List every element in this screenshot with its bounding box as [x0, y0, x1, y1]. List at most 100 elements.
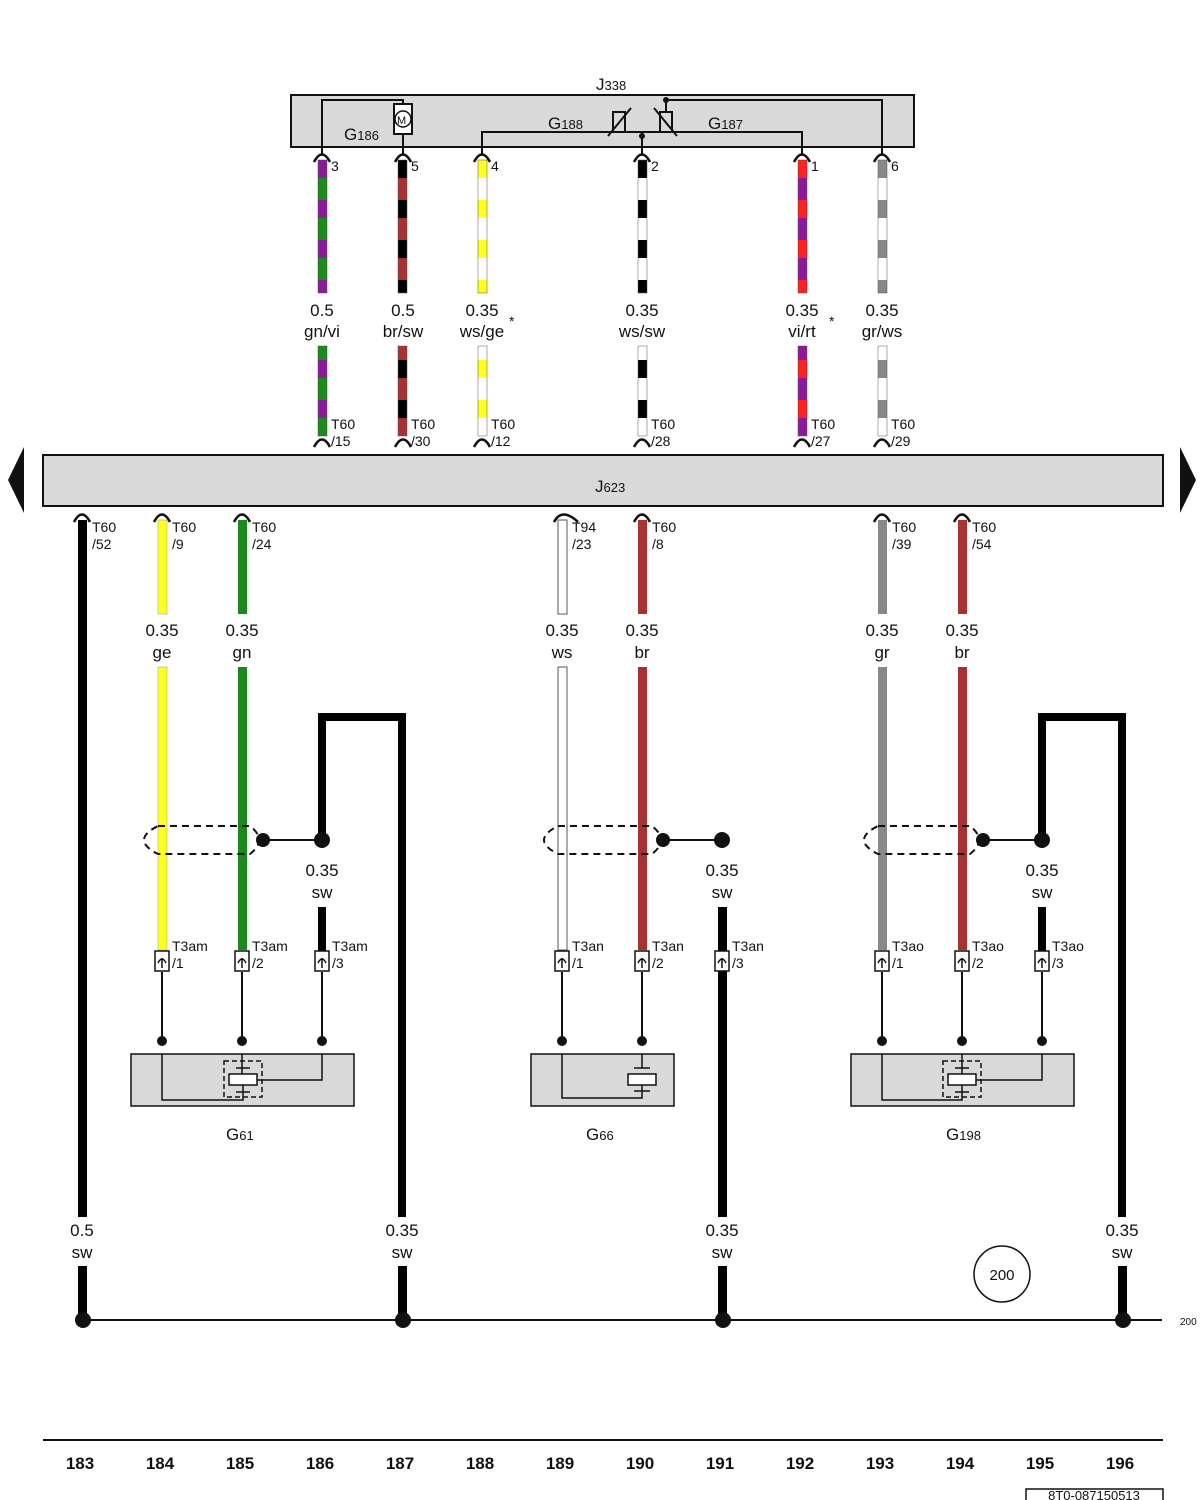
g188-label: G188 — [548, 114, 583, 133]
svg-text:T60: T60 — [972, 519, 996, 535]
top-wire-pin: 1 — [811, 158, 819, 174]
svg-text:T3ao: T3ao — [892, 938, 924, 954]
arrow-left-icon — [8, 447, 24, 513]
wire-color-label: gr — [874, 643, 889, 662]
wire-size-label: 0.35 — [1105, 1221, 1138, 1240]
column-number: 184 — [146, 1454, 175, 1473]
top-wire-pin: 4 — [491, 158, 499, 174]
wire-size-label: 0.5 — [70, 1221, 94, 1240]
column-number: 192 — [786, 1454, 814, 1473]
wire-color-label: sw — [1032, 883, 1054, 902]
wire-color-label: sw — [72, 1243, 94, 1262]
svg-text:/52: /52 — [92, 536, 112, 552]
svg-text:T60: T60 — [892, 519, 916, 535]
footnote-star: * — [829, 313, 835, 329]
top-wire-group — [317, 159, 888, 437]
svg-text:T60: T60 — [172, 519, 196, 535]
wire-color-label: gr/ws — [862, 322, 903, 341]
j623-label: J623 — [595, 477, 625, 496]
svg-text:/54: /54 — [972, 536, 992, 552]
wire-color-label: ws — [551, 643, 573, 662]
wire-color-label: br — [634, 643, 649, 662]
svg-text:T60: T60 — [331, 416, 355, 432]
svg-text:T60: T60 — [491, 416, 515, 432]
column-number: 196 — [1106, 1454, 1134, 1473]
ground-dots — [75, 1312, 1131, 1328]
svg-text:/1: /1 — [172, 955, 184, 971]
j338-label: J338 — [596, 75, 626, 94]
column-number: 189 — [546, 1454, 574, 1473]
column-number: 194 — [946, 1454, 975, 1473]
wire-color-label: sw — [712, 883, 734, 902]
column-number: 195 — [1026, 1454, 1054, 1473]
wire-size-label: 0.35 — [145, 621, 178, 640]
svg-text:T94: T94 — [572, 519, 596, 535]
doc-number: 8T0-087150513 — [1048, 1488, 1140, 1500]
wire-size-label: 0.35 — [385, 1221, 418, 1240]
wire-size-label: 0.35 — [865, 301, 898, 320]
wire-size-label: 0.35 — [705, 861, 738, 880]
junction-dots — [256, 832, 1050, 848]
svg-text:T60: T60 — [811, 416, 835, 432]
wire-color-label: ge — [153, 643, 172, 662]
svg-text:T3an: T3an — [652, 938, 684, 954]
wire-size-label: 0.5 — [310, 301, 334, 320]
sensor-g66 — [530, 1053, 675, 1107]
wire-color-label: gn — [233, 643, 252, 662]
sensor-leads — [161, 972, 1043, 1041]
top-wire-pin: 2 — [651, 158, 659, 174]
column-number: 186 — [306, 1454, 334, 1473]
j338-box — [290, 94, 915, 148]
wire-size-label: 0.35 — [945, 621, 978, 640]
svg-text:/8: /8 — [652, 536, 664, 552]
svg-text:/28: /28 — [651, 433, 671, 449]
sensor-label-g61: G61 — [226, 1125, 254, 1144]
svg-text:T3am: T3am — [332, 938, 368, 954]
svg-text:T60: T60 — [891, 416, 915, 432]
sensor-connector-symbols — [154, 950, 1050, 972]
column-number: 188 — [466, 1454, 494, 1473]
wire-size-label: 0.35 — [545, 621, 578, 640]
sensor-label-g66: G66 — [586, 1125, 614, 1144]
sensor-connector-pins — [157, 958, 1047, 968]
j338-internal-wiring — [321, 99, 883, 155]
j623-bottom-connectors: T60/52 T60/9 T60/24 T94/23 T60/8 T60/39 … — [92, 519, 996, 552]
top-wire-pin: 6 — [891, 158, 899, 174]
wire-color-label: ws/sw — [618, 322, 666, 341]
footnote-star: * — [509, 313, 515, 329]
wire-color-label: gn/vi — [304, 322, 340, 341]
wire-size-label: 0.35 — [305, 861, 338, 880]
svg-text:/27: /27 — [811, 433, 831, 449]
arrow-right-icon — [1180, 447, 1196, 513]
sensor-g61 — [130, 1053, 355, 1107]
svg-text:/23: /23 — [572, 536, 592, 552]
wire-size-label: 0.35 — [465, 301, 498, 320]
column-number: 183 — [66, 1454, 94, 1473]
column-number: 191 — [706, 1454, 734, 1473]
svg-text:T60: T60 — [651, 416, 675, 432]
ground-point-circle — [973, 1245, 1031, 1303]
j623-top-pin-arcs — [312, 438, 892, 448]
wire-size-label: 0.35 — [625, 621, 658, 640]
svg-text:T60: T60 — [92, 519, 116, 535]
wire-color-label: br — [954, 643, 969, 662]
column-number: 193 — [866, 1454, 894, 1473]
motor-icon: M — [393, 103, 413, 135]
wire-color-label: sw — [312, 883, 334, 902]
svg-text:T60: T60 — [411, 416, 435, 432]
lower-wire-group — [78, 519, 1127, 1320]
svg-text:/12: /12 — [491, 433, 511, 449]
svg-text:/39: /39 — [892, 536, 912, 552]
doc-number-box — [1025, 1488, 1164, 1500]
wire-color-label: sw — [1112, 1243, 1134, 1262]
svg-text:/3: /3 — [1052, 955, 1064, 971]
j623-bottom-pin-arcs — [72, 513, 972, 523]
top-wire-pin: 5 — [411, 158, 419, 174]
svg-text:T3an: T3an — [732, 938, 764, 954]
svg-text:T3am: T3am — [172, 938, 208, 954]
j623-top-connectors: T60/15 T60/30 T60/12 T60/28 T60/27 T60/2… — [331, 416, 915, 449]
svg-text:/15: /15 — [331, 433, 351, 449]
svg-text:/2: /2 — [972, 955, 984, 971]
wire-color-label: ws/ge — [459, 322, 504, 341]
